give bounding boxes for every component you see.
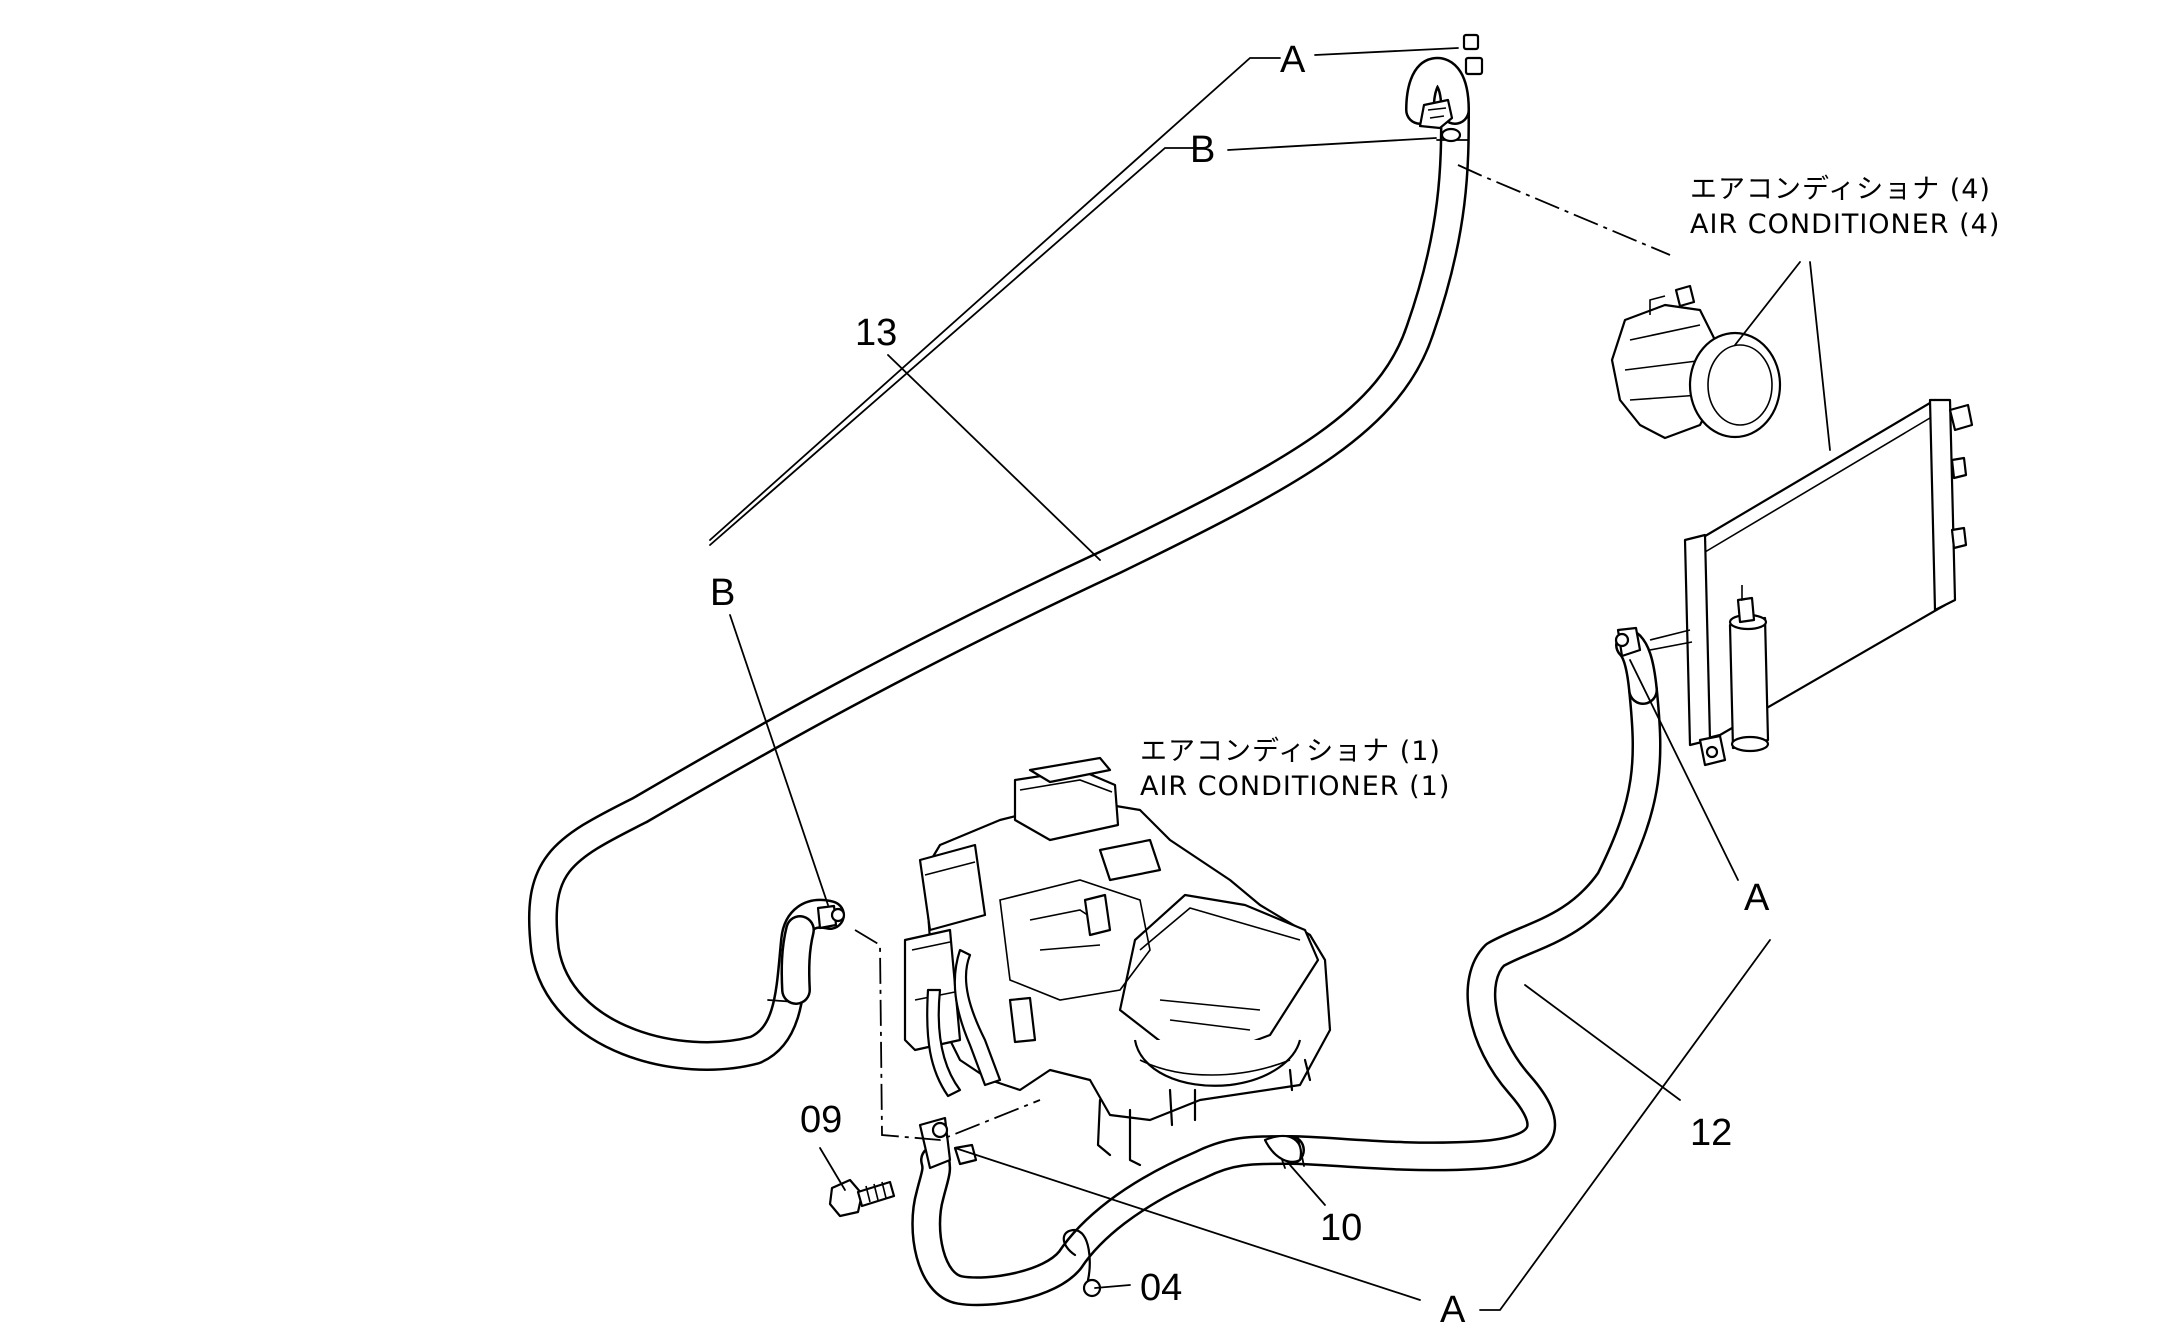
ref-b-top: B [1190,129,1215,171]
upper-fitting [1418,33,1484,143]
leader-lines [709,47,1831,1311]
hose-13 [527,56,1470,1071]
part-number-13: 13 [855,312,897,354]
caption-ac4-japanese: エアコンディショナ (4) [1690,174,1991,205]
condenser [1649,398,1974,767]
labels: A B 13 B A 12 10 09 04 A エアコンディショナ (1) A… [710,39,2000,1331]
bolt-09 [828,1178,896,1218]
part-number-12: 12 [1690,1112,1732,1154]
ref-b-left: B [710,572,735,614]
compressor [1610,284,1782,440]
part-number-09: 09 [800,1099,842,1141]
lower-fitting [918,1116,978,1170]
part-number-04: 04 [1140,1267,1182,1309]
ref-a-top: A [1280,39,1306,81]
hose-12 [1275,626,1662,1172]
air-conditioner-unit-1 [780,756,1332,1167]
caption-ac1-english: AIR CONDITIONER (1) [1140,771,1450,802]
ref-a-right: A [1744,877,1770,919]
caption-ac1-japanese: エアコンディショナ (1) [1140,736,1441,767]
ref-a-bottom: A [1440,1289,1466,1331]
caption-ac4-english: AIR CONDITIONER (4) [1690,209,2000,240]
hose-10 [911,1135,1305,1307]
part-number-10: 10 [1320,1207,1362,1249]
